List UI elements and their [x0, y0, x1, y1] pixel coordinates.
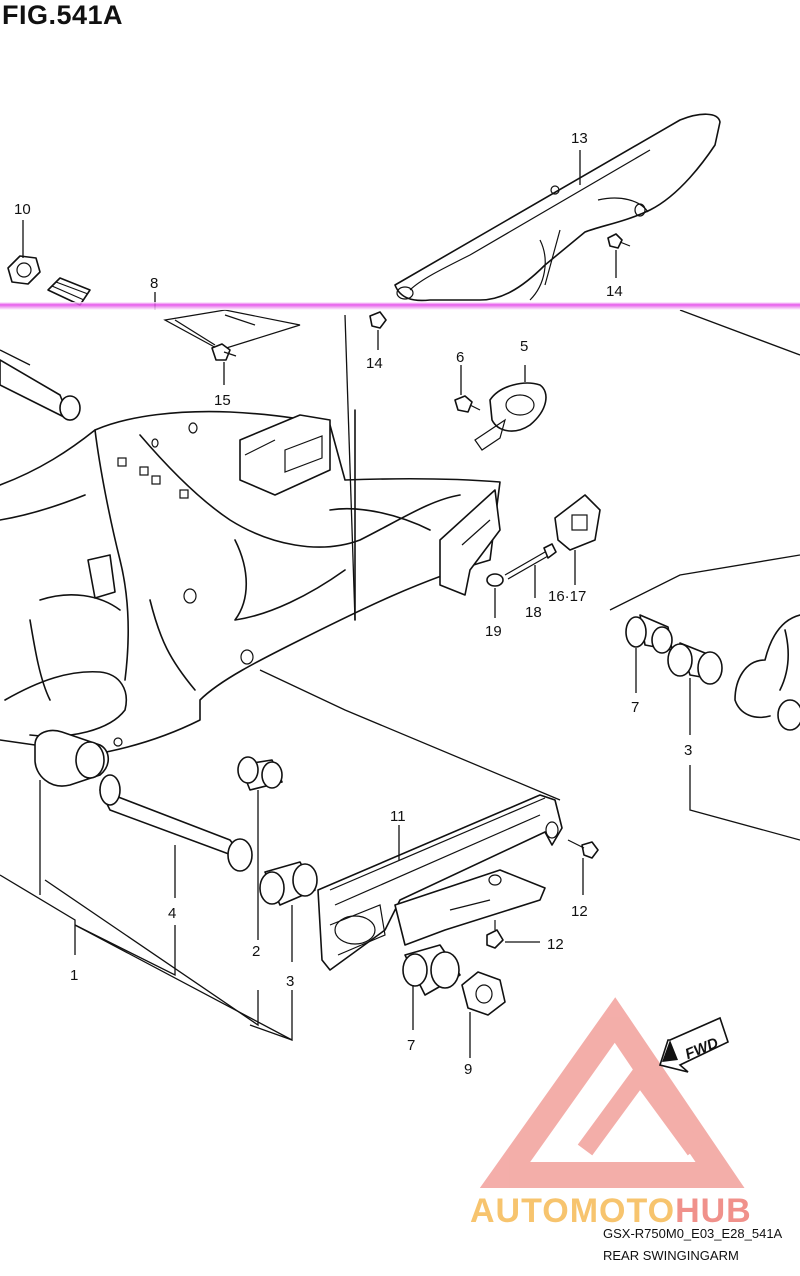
callout-8: 8 — [150, 275, 158, 292]
callout-10: 10 — [14, 201, 31, 218]
callout-4: 4 — [168, 905, 176, 922]
figure-title: FIG.541A — [2, 0, 124, 30]
chain-slider-11 — [317, 794, 563, 971]
bracket-5 — [474, 382, 547, 451]
washer-19 — [486, 573, 504, 587]
bolt-14-lower — [369, 311, 387, 329]
adjuster-bolt-18 — [504, 543, 557, 580]
callout-2: 2 — [252, 943, 260, 960]
chain-slider-lower — [394, 869, 546, 946]
needle-bearing-2 — [237, 756, 283, 791]
diagram-name: REAR SWINGINGARM — [603, 1248, 739, 1263]
callout-7-left: 7 — [407, 1037, 415, 1054]
axle-nut-and-thread — [0, 255, 91, 421]
diagram-code: GSX-R750M0_E03_E28_541A — [603, 1226, 783, 1241]
forward-arrow-icon: FWD — [658, 1016, 729, 1073]
callout-18: 18 — [525, 604, 542, 621]
swingarm-right-fragment — [734, 614, 800, 731]
swingarm-body — [0, 409, 501, 787]
pivot-sleeve-4 — [99, 774, 253, 872]
callout-12-upper: 12 — [571, 903, 588, 920]
callout-1: 1 — [70, 967, 78, 984]
leader-lines — [0, 150, 800, 1058]
bearing-3-left — [259, 861, 318, 906]
collar-7-left — [402, 944, 461, 996]
callout-16-17: 16·17 — [548, 588, 586, 605]
callout-12-lower: 12 — [547, 936, 564, 953]
chain-adjuster-block — [554, 494, 601, 551]
callout-5: 5 — [520, 338, 528, 355]
bracket-plate — [163, 309, 301, 351]
watermark-text: AUTOMOTOHUB — [470, 1192, 752, 1230]
scan-artifact-line — [0, 302, 800, 310]
bearing-3-right — [667, 642, 723, 685]
bolt-12-upper — [567, 839, 599, 859]
watermark-logo — [479, 997, 745, 1188]
callout-3-left: 3 — [286, 973, 294, 990]
callout-9: 9 — [464, 1061, 472, 1078]
callout-11: 11 — [390, 808, 406, 825]
callout-numbers: 10 8 15 13 14 14 6 5 16·17 18 19 7 3 11 … — [14, 130, 692, 1078]
bolt-15 — [211, 343, 237, 361]
callout-3-right: 3 — [684, 742, 692, 759]
callout-7-right: 7 — [631, 699, 639, 716]
callout-6: 6 — [456, 349, 464, 366]
callout-14-lower: 14 — [366, 355, 383, 372]
bushing-7-right — [625, 614, 673, 654]
pivot-nut-9 — [461, 971, 506, 1016]
bolt-6 — [454, 395, 481, 413]
chain-cover — [394, 113, 721, 302]
callout-15: 15 — [214, 392, 231, 409]
callout-19: 19 — [485, 623, 502, 640]
callout-14-upper: 14 — [606, 283, 623, 300]
bolt-14-upper — [607, 233, 631, 249]
bolt-12-lower — [486, 920, 504, 949]
callout-13: 13 — [571, 130, 588, 147]
